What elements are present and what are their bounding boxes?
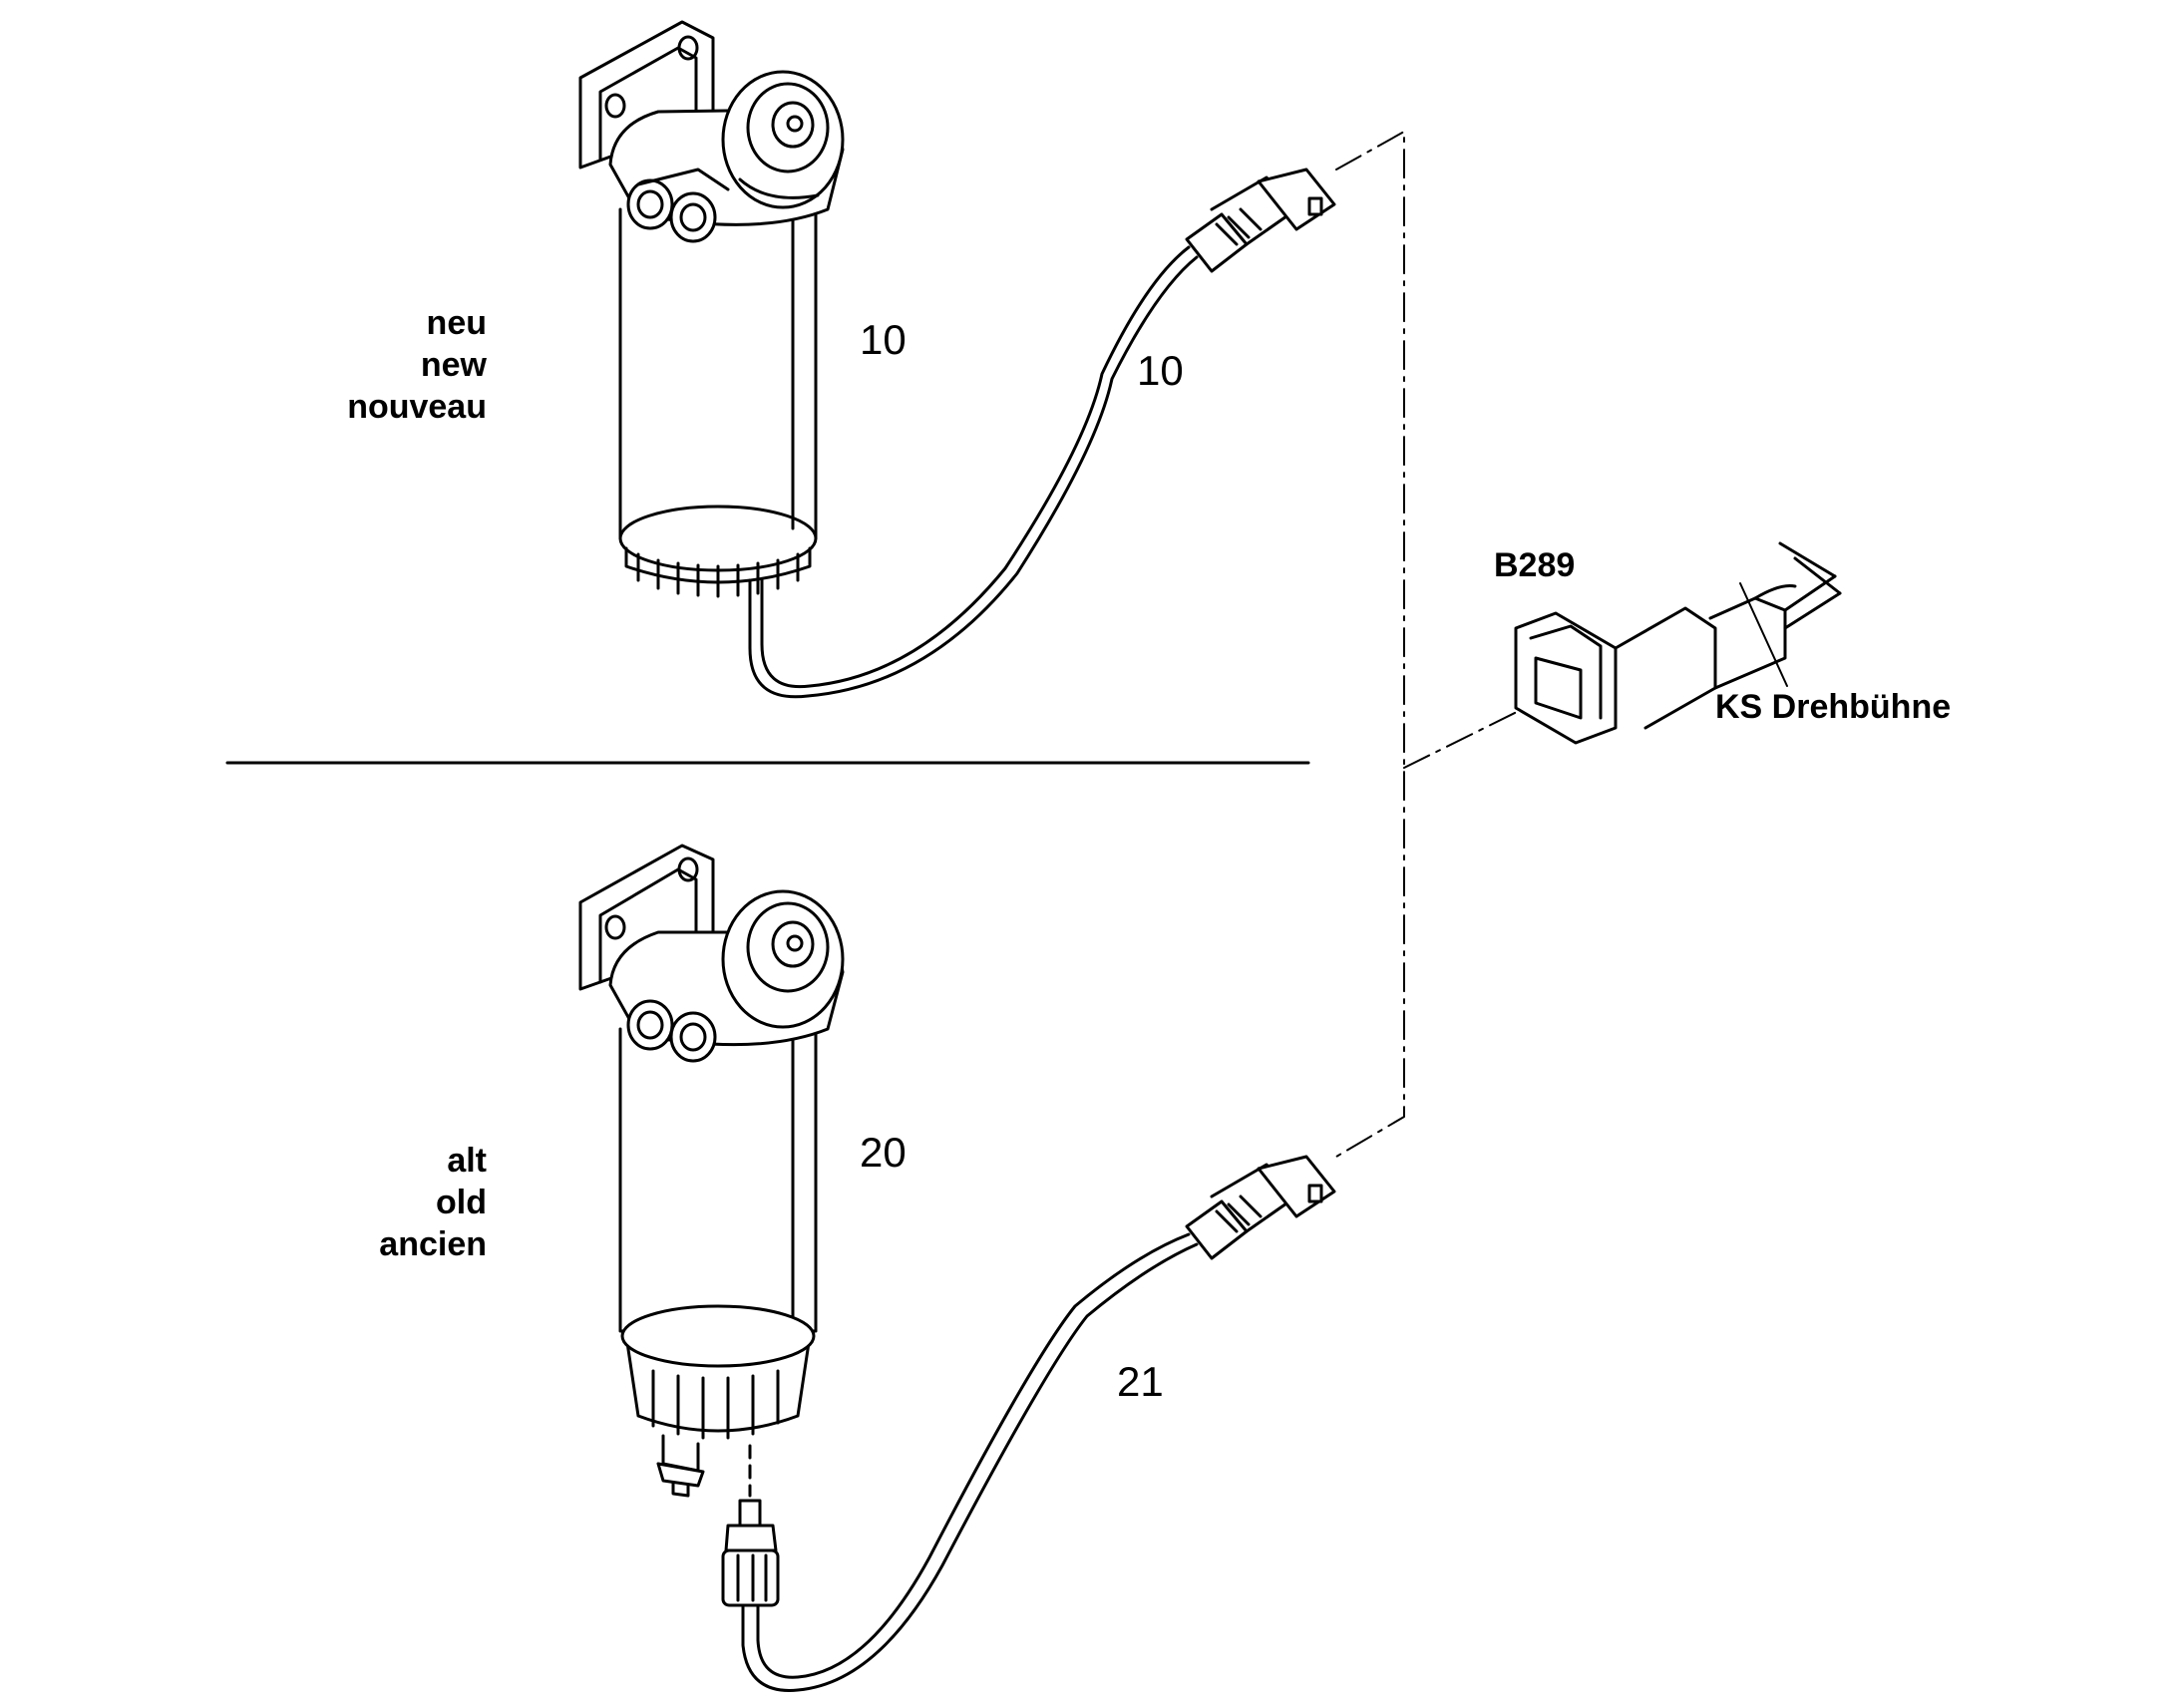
fuel-filter-new xyxy=(578,20,1336,699)
callout-cable-new: 10 xyxy=(1137,347,1184,394)
connection-lines xyxy=(1335,131,1522,1158)
label-new: new xyxy=(421,346,488,384)
label-nouveau: nouveau xyxy=(347,388,487,426)
connector-plug-new xyxy=(1185,168,1336,273)
label-old: old xyxy=(436,1184,487,1221)
b289-connector xyxy=(1514,541,1842,745)
label-ks-drehbuehne: KS Drehbühne xyxy=(1715,688,1951,726)
fuel-filter-old xyxy=(578,844,1336,1692)
callout-filter-new: 10 xyxy=(860,316,907,363)
label-b289: B289 xyxy=(1494,546,1575,584)
callout-filter-old: 20 xyxy=(860,1129,907,1176)
water-sensor xyxy=(721,1499,780,1607)
connector-plug-old xyxy=(1185,1155,1336,1260)
leader-line xyxy=(1739,582,1788,687)
callout-cable-old: 21 xyxy=(1117,1358,1164,1405)
label-neu: neu xyxy=(427,304,487,342)
label-ancien: ancien xyxy=(379,1225,487,1263)
label-alt: alt xyxy=(447,1142,487,1180)
